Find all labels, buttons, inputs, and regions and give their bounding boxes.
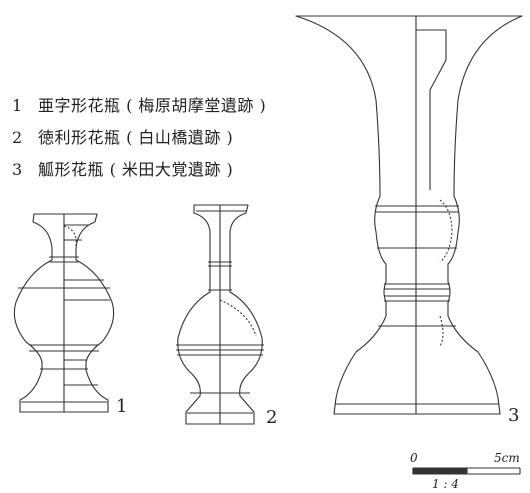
vase-1-drawing bbox=[13, 213, 115, 413]
legend-item-3: 3 觚形花瓶 ( 米田大覚遺跡 ) bbox=[12, 156, 233, 180]
legend-text: 徳利形花瓶 ( 白山橋遺跡 ) bbox=[38, 128, 234, 147]
legend-number: 3 bbox=[12, 160, 23, 179]
legend-text: 觚形花瓶 ( 米田大覚遺跡 ) bbox=[38, 160, 234, 179]
legend-number: 2 bbox=[12, 128, 23, 147]
vase-2-drawing bbox=[176, 204, 264, 425]
legend-item-1: 1 亜字形花瓶 ( 梅原胡摩堂遺跡 ) bbox=[12, 92, 266, 116]
legend-number: 1 bbox=[12, 96, 23, 115]
scale-zero-label: 0 bbox=[410, 451, 418, 465]
figure-label-2: 2 bbox=[266, 407, 278, 428]
legend-text: 亜字形花瓶 ( 梅原胡摩堂遺跡 ) bbox=[38, 96, 267, 115]
figure-label-3: 3 bbox=[508, 405, 520, 426]
scale-max-label: 5cm bbox=[494, 451, 520, 465]
scale-ratio-label: 1 : 4 bbox=[432, 477, 459, 491]
scale-bar bbox=[412, 467, 521, 475]
legend-item-2: 2 徳利形花瓶 ( 白山橋遺跡 ) bbox=[12, 124, 233, 148]
vase-3-drawing bbox=[295, 15, 523, 415]
figure-label-1: 1 bbox=[116, 396, 128, 417]
